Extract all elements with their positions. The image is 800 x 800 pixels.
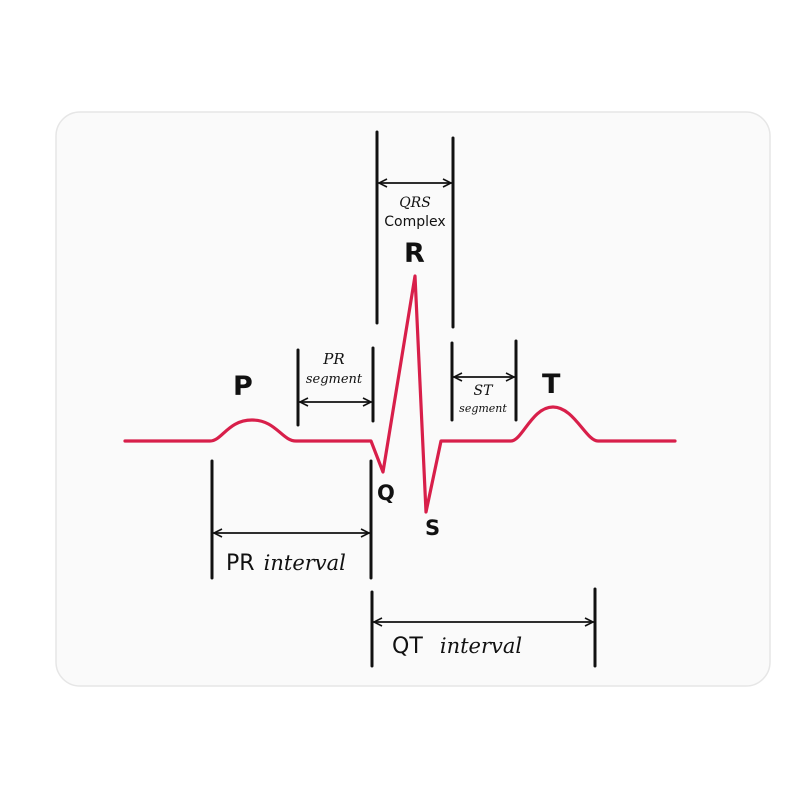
st-segment-label-line2: segment (459, 402, 507, 415)
label-q: Q (377, 481, 395, 505)
qt-interval-label: QT interval (392, 634, 522, 659)
pr-segment-label-line1: PR (322, 350, 344, 368)
pr-interval-label: PR interval (226, 551, 346, 576)
label-s: S (425, 516, 440, 540)
qt-interval-label-rest: interval (440, 634, 522, 658)
pr-interval-label-bold: PR (226, 551, 255, 576)
ecg-waveform (123, 274, 677, 514)
label-t: T (542, 369, 561, 400)
st-segment-label-line1: ST (474, 383, 495, 399)
mouse-pad (55, 111, 771, 687)
qrs-label-line1: QRS (399, 195, 431, 211)
qt-interval-label-bold: QT (392, 634, 423, 659)
pr-segment-label-line2: segment (306, 372, 363, 387)
pr-interval-label-rest: interval (264, 551, 346, 575)
label-r: R (404, 238, 425, 269)
label-p: P (233, 371, 253, 402)
qrs-label-line2: Complex (384, 214, 445, 230)
